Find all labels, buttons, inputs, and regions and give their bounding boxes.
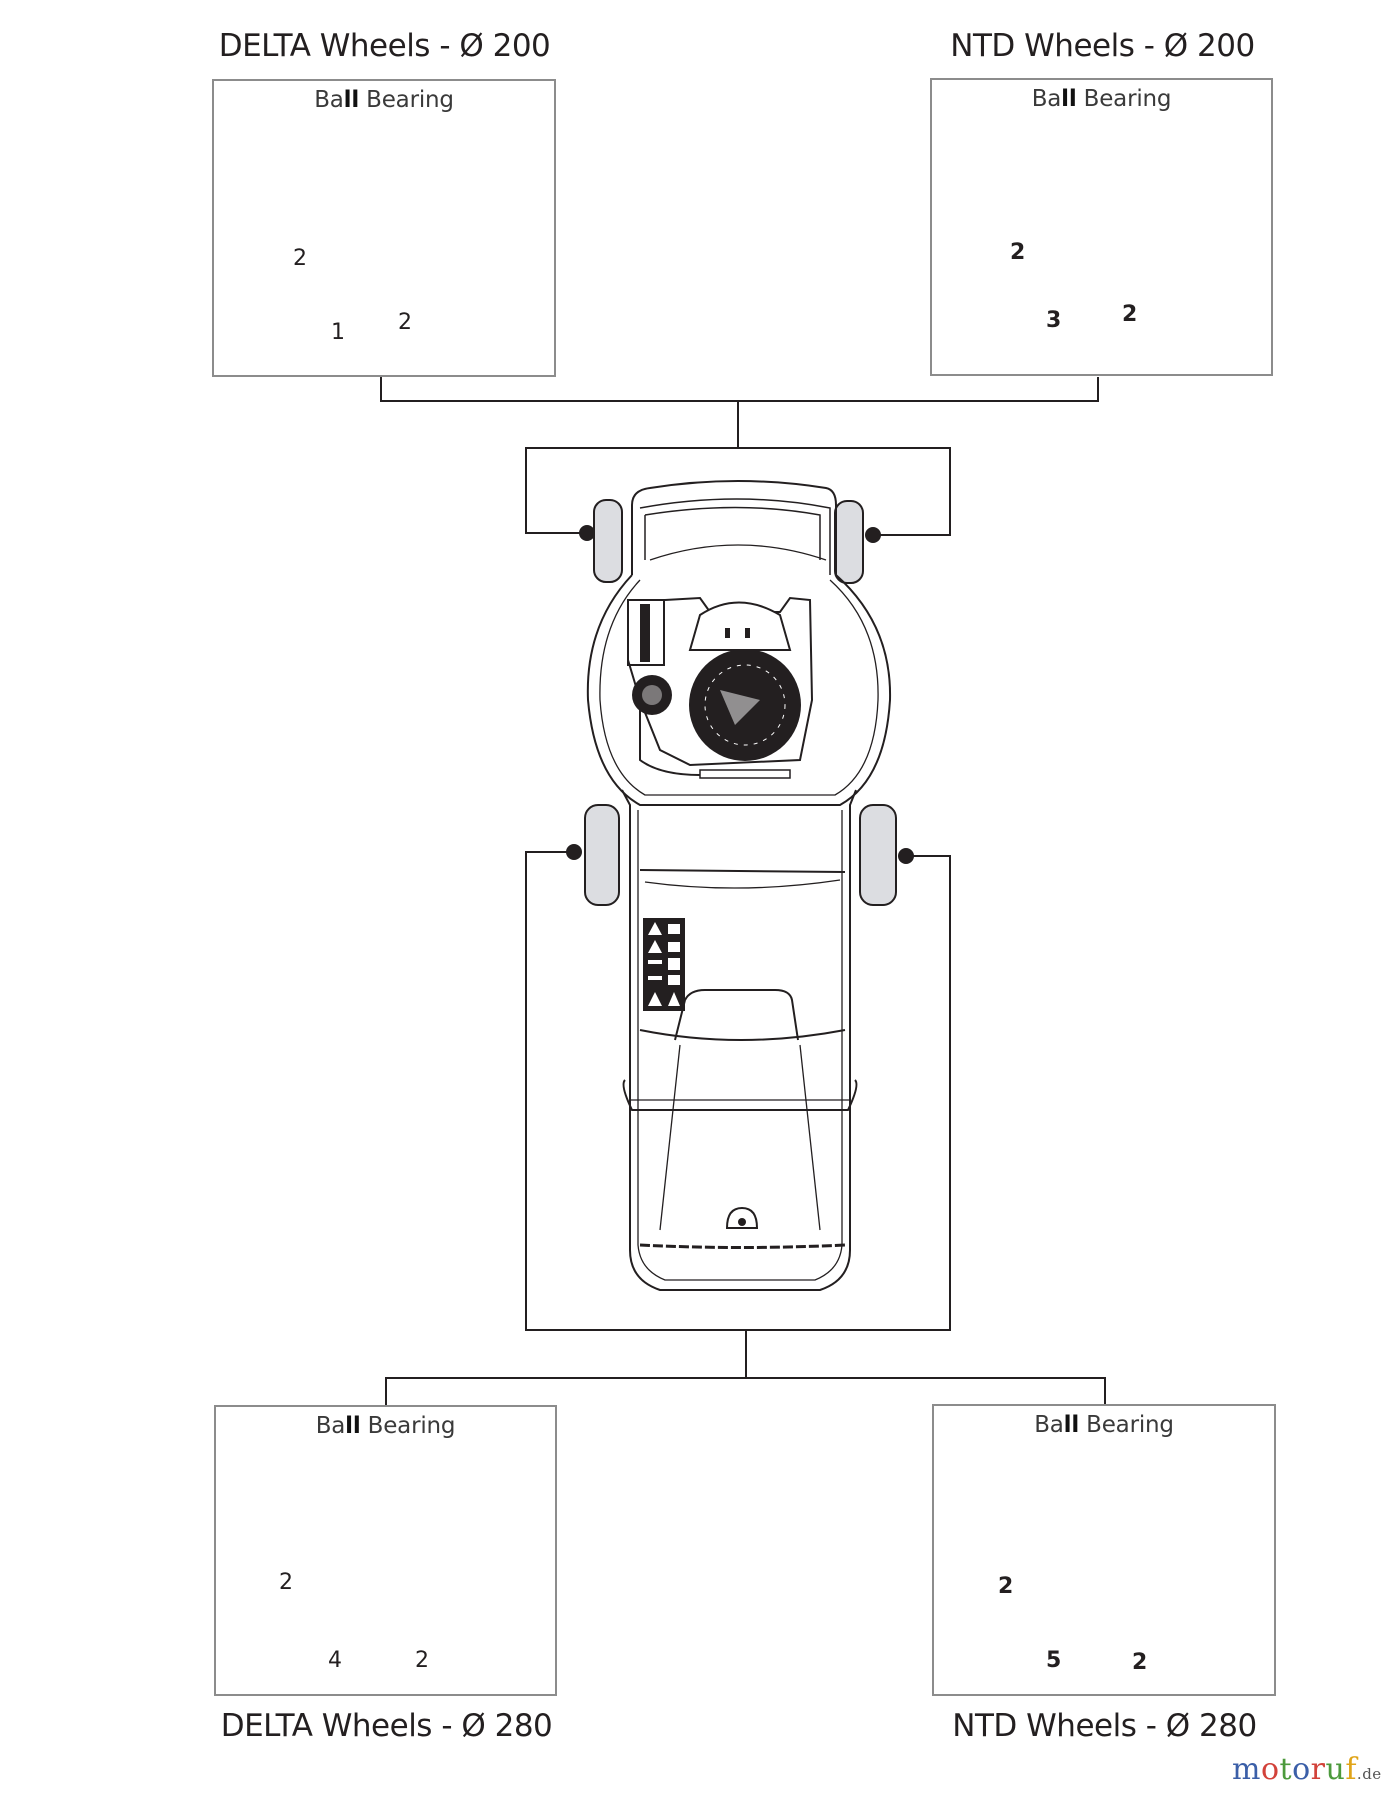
watermark-letter: r	[1310, 1752, 1326, 1787]
callout-bearing-right: 2	[1122, 302, 1138, 327]
watermark-letter: f	[1345, 1752, 1357, 1787]
front-left-wheel-icon	[593, 499, 623, 583]
cutting-deck	[586, 574, 892, 806]
rear-right-dot	[898, 848, 914, 864]
front-bumper	[631, 480, 837, 575]
panel-subtitle: Ball Bearing	[314, 87, 454, 113]
panel-subtitle: Ball Bearing	[315, 1413, 456, 1439]
bag-handle	[684, 989, 799, 1041]
callout-bearing-right: 2	[398, 310, 412, 335]
watermark-letter: o	[1260, 1752, 1280, 1787]
panel-title-delta-280: DELTA Wheels - Ø 280	[220, 1708, 553, 1744]
panel-subtitle: Ball Bearing	[1031, 86, 1172, 112]
panel-delta-280: Ball Bearing	[214, 1405, 557, 1696]
top-panels-connector	[380, 377, 1099, 402]
warning-label-icon	[643, 918, 685, 1011]
rear-right-wheel-icon	[859, 804, 897, 906]
callout-bearing-right: 2	[415, 1648, 429, 1673]
callout-bearing-left: 2	[998, 1574, 1014, 1599]
callout-wheel: 3	[1046, 308, 1062, 333]
rear-wheels-bracket	[525, 851, 951, 1331]
handle-crossbar	[622, 1079, 858, 1111]
panel-subtitle: Ball Bearing	[1034, 1412, 1174, 1438]
callout-bearing-left: 2	[279, 1570, 293, 1595]
front-left-dot	[579, 525, 595, 541]
watermark-tld: .de	[1356, 1765, 1382, 1783]
front-wheels-bracket	[525, 447, 951, 536]
watermark-letter: m	[1232, 1752, 1261, 1787]
panel-ntd-200: Ball Bearing	[930, 78, 1273, 376]
connection-dots	[566, 525, 914, 864]
watermark-letter: t	[1279, 1752, 1293, 1787]
watermark-logo: motoruf.de	[1232, 1752, 1382, 1787]
mower-top-view	[584, 480, 897, 1291]
grass-bag-bottom	[639, 1243, 846, 1249]
rear-left-dot	[566, 844, 582, 860]
connector-lines	[380, 377, 1106, 1405]
front-bumper-rim	[644, 506, 821, 560]
panel-title-ntd-280: NTD Wheels - Ø 280	[952, 1708, 1257, 1744]
panel-delta-200: Ball Bearing	[212, 79, 556, 377]
rear-left-wheel-icon	[584, 804, 620, 906]
panel-title-ntd-200: NTD Wheels - Ø 200	[950, 28, 1255, 64]
rear-latch-icon	[725, 1206, 759, 1229]
callout-wheel: 5	[1046, 1648, 1062, 1673]
watermark-letter: u	[1325, 1752, 1346, 1787]
panel-title-delta-200: DELTA Wheels - Ø 200	[218, 28, 551, 64]
callout-bearing-right: 2	[1132, 1650, 1148, 1675]
callout-bearing-left: 2	[293, 246, 307, 271]
watermark-letter: o	[1292, 1752, 1311, 1787]
grass-bag-top	[639, 869, 846, 873]
callout-wheel: 1	[331, 320, 345, 345]
front-right-dot	[865, 527, 881, 543]
handle-frame	[621, 789, 857, 1291]
callout-wheel: 4	[328, 1648, 342, 1673]
front-right-wheel-icon	[834, 500, 864, 584]
engine-icon	[627, 596, 814, 779]
front-bumper-inner	[639, 498, 831, 575]
panel-ntd-280: Ball Bearing	[932, 1404, 1276, 1696]
bottom-panels-connector	[385, 1377, 1106, 1405]
callout-bearing-left: 2	[1010, 240, 1026, 265]
